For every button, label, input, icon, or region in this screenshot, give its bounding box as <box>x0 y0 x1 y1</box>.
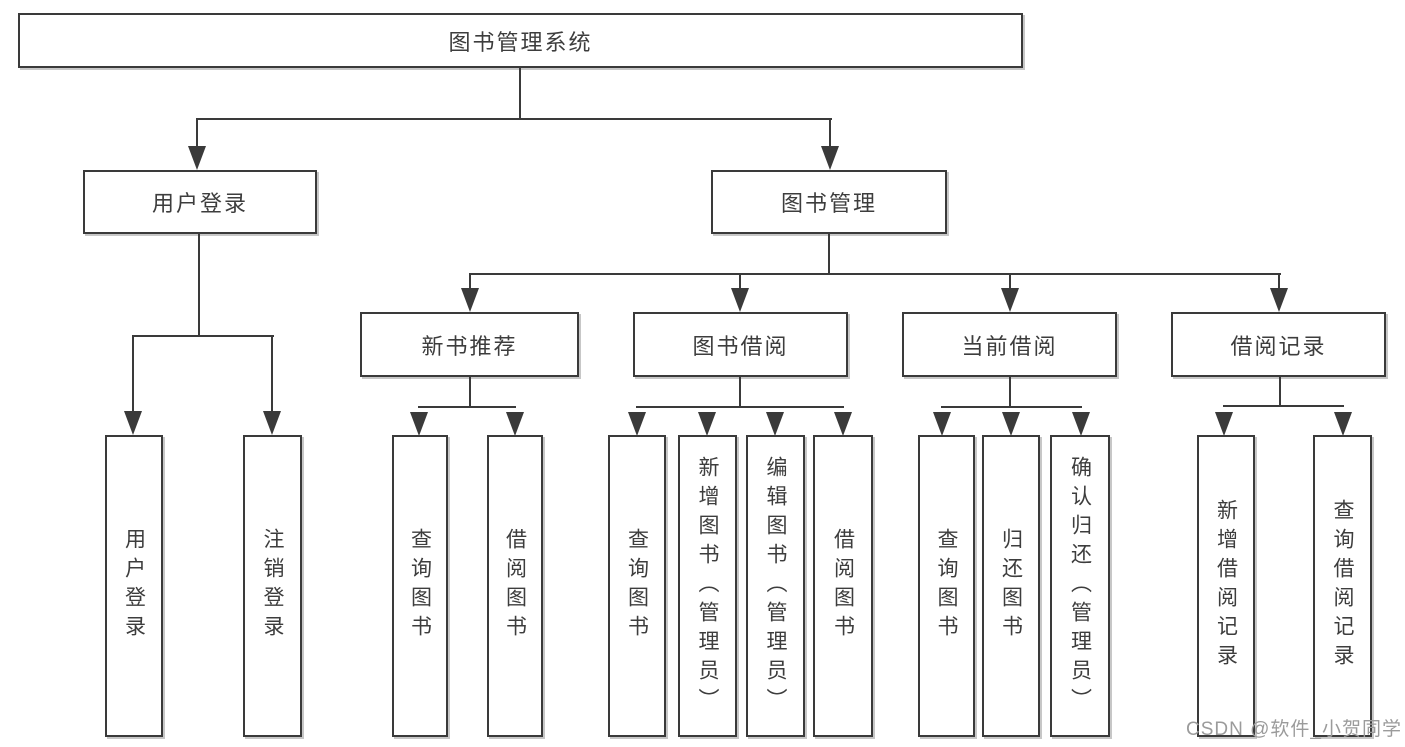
connector-book-mgmt-bar <box>469 273 1281 275</box>
arrowhead-book-borrow <box>731 288 749 312</box>
arrowhead-bb-add <box>698 412 716 436</box>
leaf-br-add-record: 新增借阅记录 <box>1197 435 1255 737</box>
connector-drop-borrow-records <box>1278 273 1280 290</box>
node-book-borrow: 图书借阅 <box>633 312 848 377</box>
arrowhead-br-add <box>1215 412 1233 436</box>
connector-borrow-records-stem <box>1279 377 1281 407</box>
arrowhead-book-management <box>821 146 839 170</box>
connector-user-login-drop-right <box>271 335 273 413</box>
leaf-bb-borrow-books: 借阅图书 <box>813 435 873 737</box>
node-new-book-recommend: 新书推荐 <box>360 312 579 377</box>
connector-drop-new-book <box>469 273 471 290</box>
connector-drop-current-borrow <box>1009 273 1011 290</box>
leaf-bb-query-books: 查询图书 <box>608 435 666 737</box>
connector-root-bar <box>196 118 832 120</box>
arrowhead-cb-query <box>933 412 951 436</box>
leaf-user-login: 用户登录 <box>105 435 163 737</box>
node-borrow-records: 借阅记录 <box>1171 312 1386 377</box>
node-root: 图书管理系统 <box>18 13 1023 68</box>
arrowhead-borrow-records <box>1270 288 1288 312</box>
arrowhead-logout-leaf <box>263 411 281 435</box>
arrowhead-current-borrow <box>1001 288 1019 312</box>
leaf-br-query-record: 查询借阅记录 <box>1313 435 1372 737</box>
node-user-login: 用户登录 <box>83 170 317 234</box>
leaf-nb-query-books: 查询图书 <box>392 435 448 737</box>
connector-root-drop-left <box>196 118 198 148</box>
connector-user-login-drop-left <box>132 335 134 413</box>
connector-root-stem <box>519 68 521 120</box>
arrowhead-br-query <box>1334 412 1352 436</box>
leaf-cb-confirm-return-admin: 确认归还（管理员） <box>1050 435 1110 737</box>
leaf-cb-return-books: 归还图书 <box>982 435 1040 737</box>
arrowhead-cb-return <box>1002 412 1020 436</box>
connector-borrow-records-bar <box>1223 405 1344 407</box>
leaf-cb-query-books: 查询图书 <box>918 435 975 737</box>
leaf-bb-edit-books-admin: 编辑图书（管理员） <box>746 435 805 737</box>
connector-drop-book-borrow <box>739 273 741 290</box>
csdn-watermark: CSDN @软件_小贺同学 <box>1186 719 1402 740</box>
node-current-borrow: 当前借阅 <box>902 312 1117 377</box>
node-book-management: 图书管理 <box>711 170 947 234</box>
leaf-logout: 注销登录 <box>243 435 302 737</box>
connector-user-login-stem <box>198 234 200 337</box>
connector-current-borrow-stem <box>1009 377 1011 408</box>
arrowhead-nb-borrow <box>506 412 524 436</box>
arrowhead-login-leaf <box>124 411 142 435</box>
connector-user-login-bar <box>132 335 274 337</box>
connector-current-borrow-bar <box>941 406 1082 408</box>
leaf-bb-add-books-admin: 新增图书（管理员） <box>678 435 737 737</box>
arrowhead-nb-query <box>410 412 428 436</box>
connector-book-borrow-bar <box>636 406 844 408</box>
arrowhead-bb-borrow <box>834 412 852 436</box>
connector-root-drop-right <box>829 118 831 148</box>
arrowhead-bb-edit <box>766 412 784 436</box>
leaf-nb-borrow-books: 借阅图书 <box>487 435 543 737</box>
connector-new-book-bar <box>418 406 516 408</box>
arrowhead-cb-confirm <box>1072 412 1090 436</box>
arrowhead-user-login <box>188 146 206 170</box>
arrowhead-bb-query <box>628 412 646 436</box>
connector-book-borrow-stem <box>739 377 741 408</box>
arrowhead-new-book <box>461 288 479 312</box>
connector-book-mgmt-stem <box>828 234 830 275</box>
connector-new-book-stem <box>469 377 471 408</box>
